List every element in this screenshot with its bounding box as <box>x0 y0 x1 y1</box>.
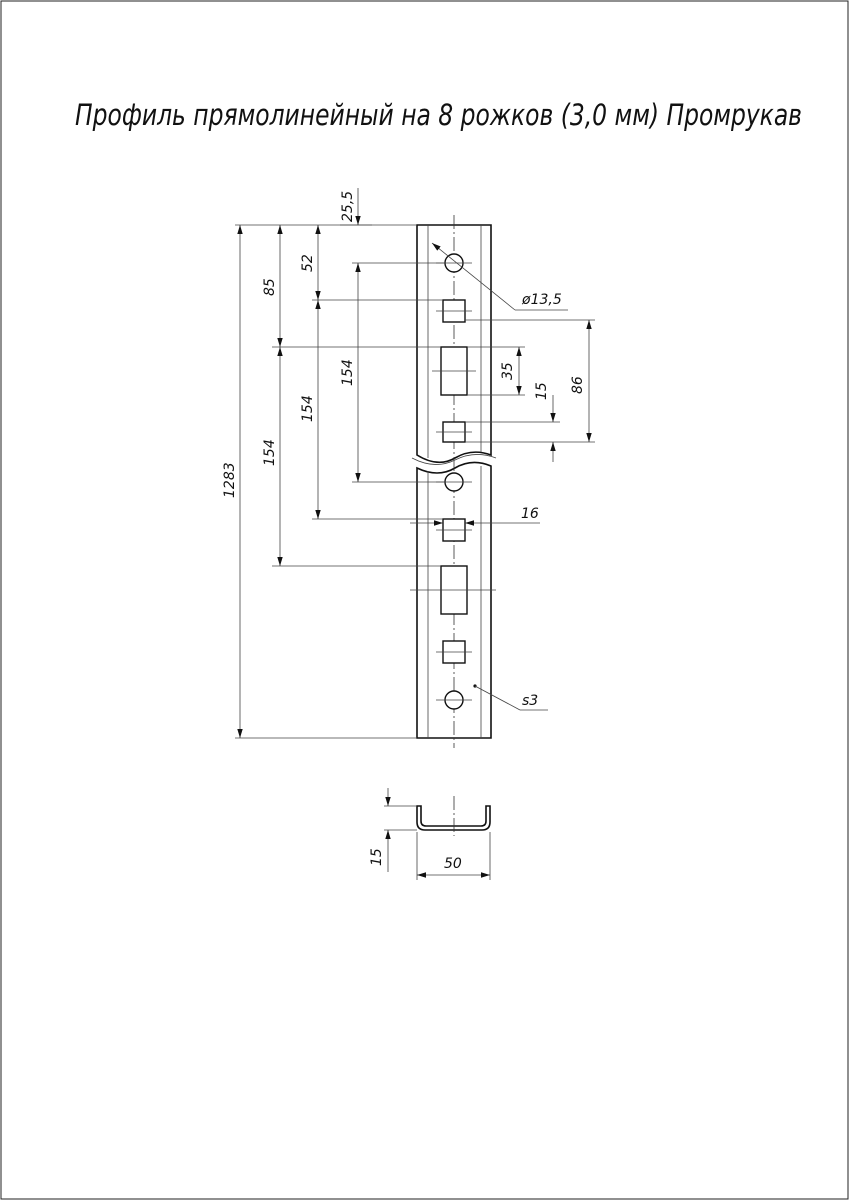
dim-86: 86 <box>570 376 586 394</box>
dim-section-width: 50 <box>444 856 462 872</box>
dim-15-side: 15 <box>534 382 550 400</box>
dim-1283: 1283 <box>222 462 238 498</box>
dim-154-a: 154 <box>340 359 356 386</box>
dim-thickness: s3 <box>522 693 538 709</box>
dim-16: 16 <box>521 506 539 522</box>
dim-154-c: 154 <box>262 439 278 466</box>
leader-hole-dia <box>431 242 516 311</box>
dim-hole-dia: ø13,5 <box>521 292 562 308</box>
dim-top-offset: 25,5 <box>340 191 356 222</box>
dim-52: 52 <box>300 254 316 272</box>
leader-thickness <box>474 685 521 711</box>
dim-154-b: 154 <box>300 395 316 422</box>
dim-35: 35 <box>500 362 516 380</box>
drawing-title: Профиль прямолинейный на 8 рожков (3,0 м… <box>75 98 802 132</box>
dim-section-height: 15 <box>369 848 385 866</box>
dim-85: 85 <box>262 278 278 296</box>
profile-cross-section <box>384 796 491 880</box>
